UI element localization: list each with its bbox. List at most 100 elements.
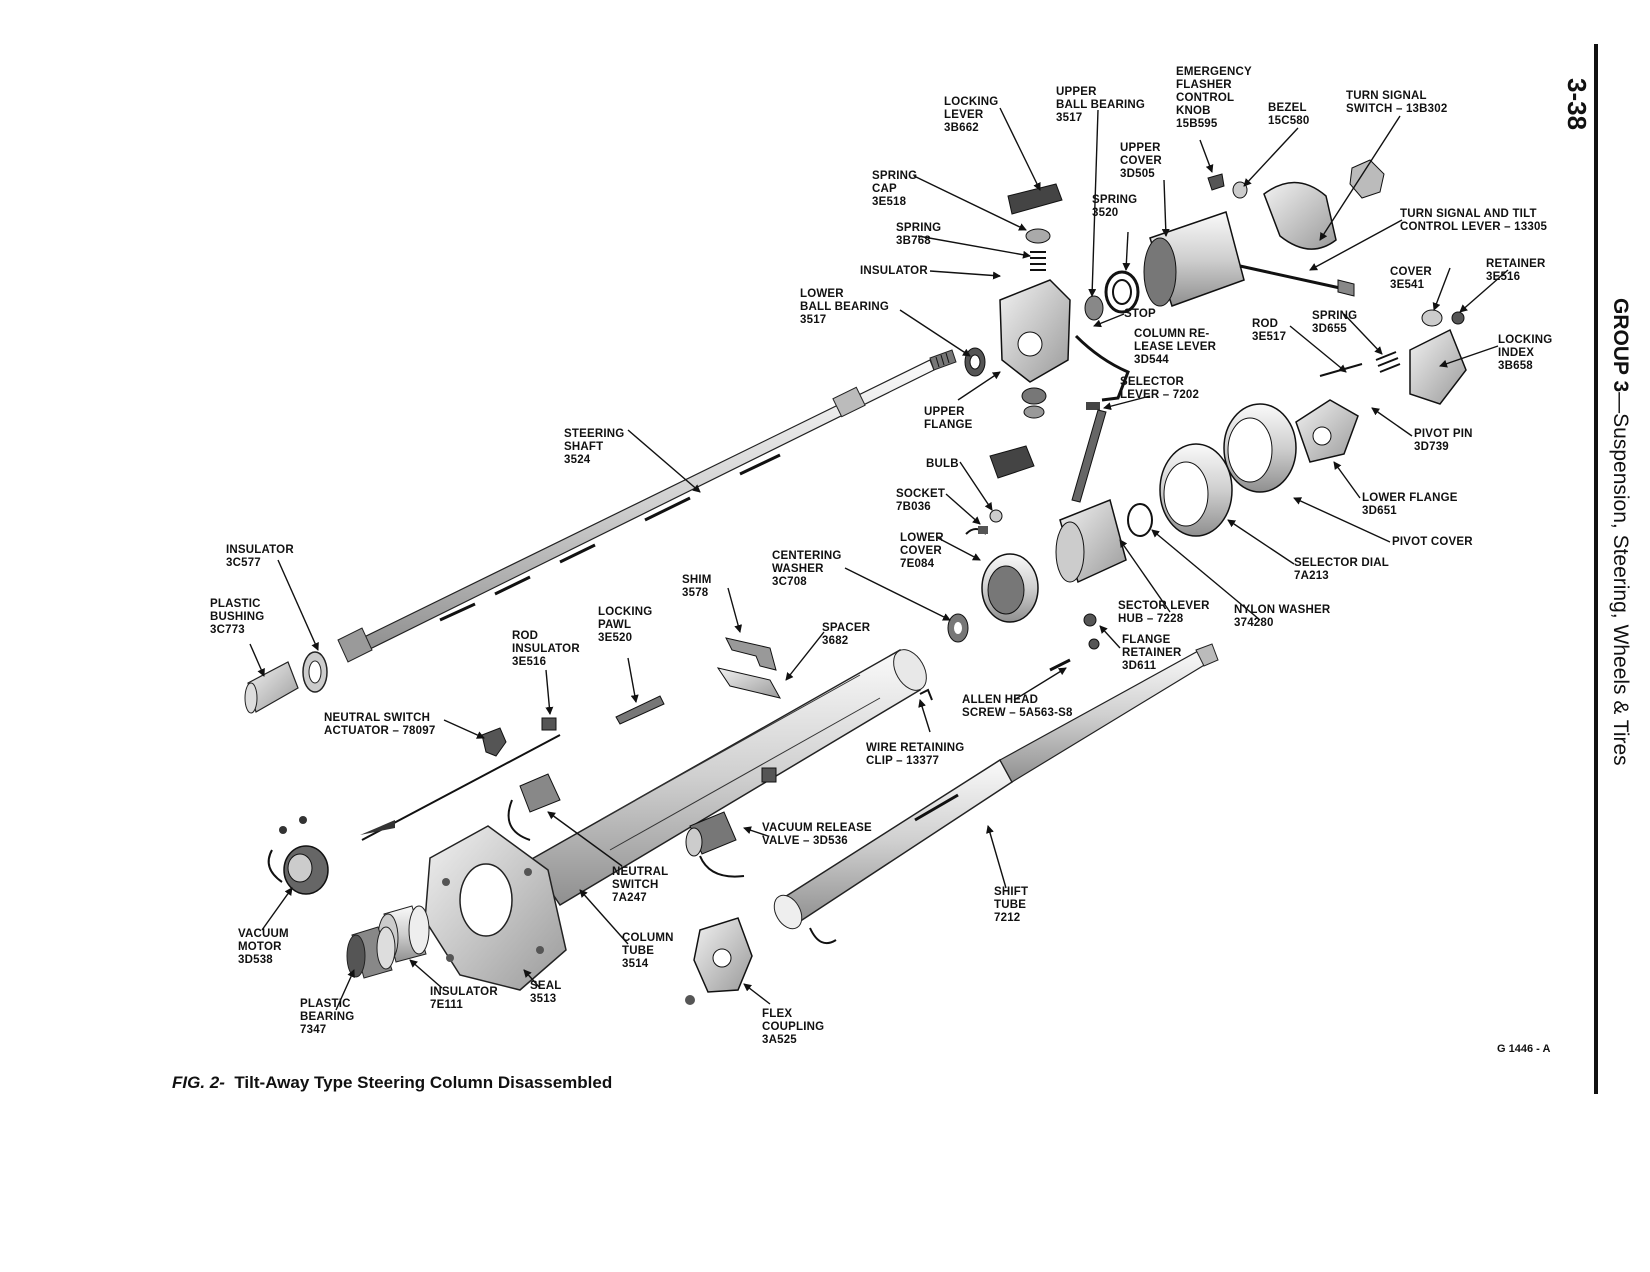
label-socket: SOCKET 7B036 [896,488,946,513]
label-emergency-flasher-knob: EMERGENCY FLASHER CONTROL KNOB 15B595 [1176,66,1252,130]
locking-pawl-part [615,695,665,725]
page-number: 3-38 [1562,78,1592,131]
spring-3b768-part [1030,251,1046,271]
upper-flange-housing-part [999,279,1071,383]
label-plastic-bearing: PLASTIC BEARING 7347 [300,998,355,1036]
label-sector-lever-hub: SECTOR LEVER HUB – 7228 [1118,600,1210,625]
label-stop: STOP [1124,308,1156,320]
locking-index-part [1409,328,1467,405]
column-release-lever-part [1074,334,1130,410]
vacuum-release-valve-part [685,767,777,878]
wire-retaining-clip-part [919,688,933,701]
leader-lines [249,107,1509,1011]
label-steering-shaft: STEERING SHAFT 3524 [564,428,625,466]
upper-ball-bearing-part [1084,295,1104,321]
plastic-bushing-part [244,661,299,714]
label-upper-flange: UPPER FLANGE [924,406,973,431]
cover-3e541-part [1421,309,1465,327]
turn-signal-switch-part [1263,159,1385,250]
plastic-bearing-part [346,926,396,979]
group-prefix: GROUP 3 [1609,298,1632,393]
label-rod-3e517: ROD 3E517 [1252,318,1287,343]
spring-3520-part [1104,270,1140,314]
figure-number: FIG. 2- [172,1073,225,1092]
column-tube-part [528,648,927,907]
centering-washer-part [947,613,969,643]
label-bulb: BULB [926,458,959,470]
label-spring-3b768: SPRING 3B768 [896,222,942,247]
label-insulator-7e111: INSULATOR 7E111 [430,986,498,1011]
label-spring-cap: SPRING CAP 3E518 [872,170,918,208]
label-neutral-switch-actuator: NEUTRAL SWITCH ACTUATOR – 78097 [324,712,436,737]
nylon-washer-part [1127,503,1153,537]
label-vacuum-motor: VACUUM MOTOR 3D538 [238,928,289,966]
spring-3d655-part [1375,351,1401,373]
pivot-cover-part [1223,403,1297,493]
flasher-knob-part [1207,173,1248,199]
label-lower-ball-bearing: LOWER BALL BEARING 3517 [800,288,890,326]
steering-shaft-part [337,349,957,663]
label-flex-coupling: FLEX COUPLING 3A525 [762,1008,825,1046]
label-column-tube: COLUMN TUBE 3514 [622,932,674,970]
sector-lever-hub-part [1055,498,1127,584]
label-spring-3520: SPRING 3520 [1092,194,1138,219]
label-insulator-3c577: INSULATOR 3C577 [226,544,294,569]
label-pivot-cover: PIVOT COVER [1392,536,1473,548]
label-seal: SEAL 3513 [530,980,562,1005]
bulb-socket-part [965,509,1003,535]
neutral-switch-actuator-part [481,727,507,757]
selector-dial-part [1159,443,1233,537]
flex-coupling-part [685,917,753,1005]
seal-part [424,825,567,991]
label-spring-3d655: SPRING 3D655 [1312,310,1358,335]
shim-part [725,637,777,671]
selector-lever-part [1071,409,1107,503]
figure-title: Tilt-Away Type Steering Column Disassemb… [234,1073,613,1092]
label-column-release-lever: COLUMN RE- LEASE LEVER 3D544 [1134,328,1217,366]
allen-head-screw-part [1049,658,1071,672]
upper-cover-part [1143,211,1245,307]
label-plastic-bushing: PLASTIC BUSHING 3C773 [210,598,265,636]
vacuum-motor-part [267,816,329,895]
label-locking-pawl: LOCKING PAWL 3E520 [598,606,653,644]
turn-signal-lever-part [1239,264,1355,297]
rod-3e517-part [1319,363,1363,377]
shift-tube-part [773,643,1219,944]
label-flange-retainer: FLANGE RETAINER 3D611 [1122,634,1182,672]
label-selector-dial: SELECTOR DIAL 7A213 [1294,557,1390,582]
page-edge-rule [1594,44,1598,1094]
label-locking-index: LOCKING INDEX 3B658 [1498,334,1553,372]
label-cover-3e541: COVER 3E541 [1390,266,1432,291]
actuator-rod-part [360,734,561,841]
label-selector-lever: SELECTOR LEVER – 7202 [1120,376,1200,401]
label-pivot-pin: PIVOT PIN 3D739 [1414,428,1473,453]
figure-code: G 1446 - A [1497,1043,1551,1055]
label-bezel: BEZEL 15C580 [1268,102,1310,127]
label-turn-signal-tilt-lever: TURN SIGNAL AND TILT CONTROL LEVER – 133… [1400,208,1548,233]
flange-retainer-part [1083,613,1100,650]
label-locking-lever: LOCKING LEVER 3B662 [944,96,999,134]
locking-lever-part [1007,183,1063,215]
lower-ball-bearing-part [964,347,986,377]
label-upper-ball-bearing: UPPER BALL BEARING 3517 [1056,86,1146,124]
label-insulator: INSULATOR [860,265,928,277]
label-upper-cover: UPPER COVER 3D505 [1120,142,1162,180]
label-allen-head-screw: ALLEN HEAD SCREW – 5A563-S8 [962,694,1073,719]
label-wire-retaining-clip: WIRE RETAINING CLIP – 13377 [866,742,965,767]
label-vacuum-release-valve: VACUUM RELEASE VALVE – 3D536 [762,822,872,847]
label-retainer-3e516: RETAINER 3E516 [1486,258,1546,283]
neutral-switch-part [507,773,561,841]
spring-cap-part [1025,228,1051,244]
insulator-ring-part [302,651,328,693]
label-neutral-switch: NEUTRAL SWITCH 7A247 [612,866,669,904]
lower-flange-part [1295,399,1359,463]
label-lower-cover: LOWER COVER 7E084 [900,532,944,570]
figure-caption: FIG. 2- Tilt-Away Type Steering Column D… [172,1073,612,1093]
label-shift-tube: SHIFT TUBE 7212 [994,886,1029,924]
group-header: GROUP 3—Suspension, Steering, Wheels & T… [1608,298,1632,766]
group-title: —Suspension, Steering, Wheels & Tires [1609,392,1632,766]
label-shim: SHIM 3578 [682,574,712,599]
lower-cover-part [981,553,1039,623]
label-rod-insulator: ROD INSULATOR 3E516 [512,630,580,668]
